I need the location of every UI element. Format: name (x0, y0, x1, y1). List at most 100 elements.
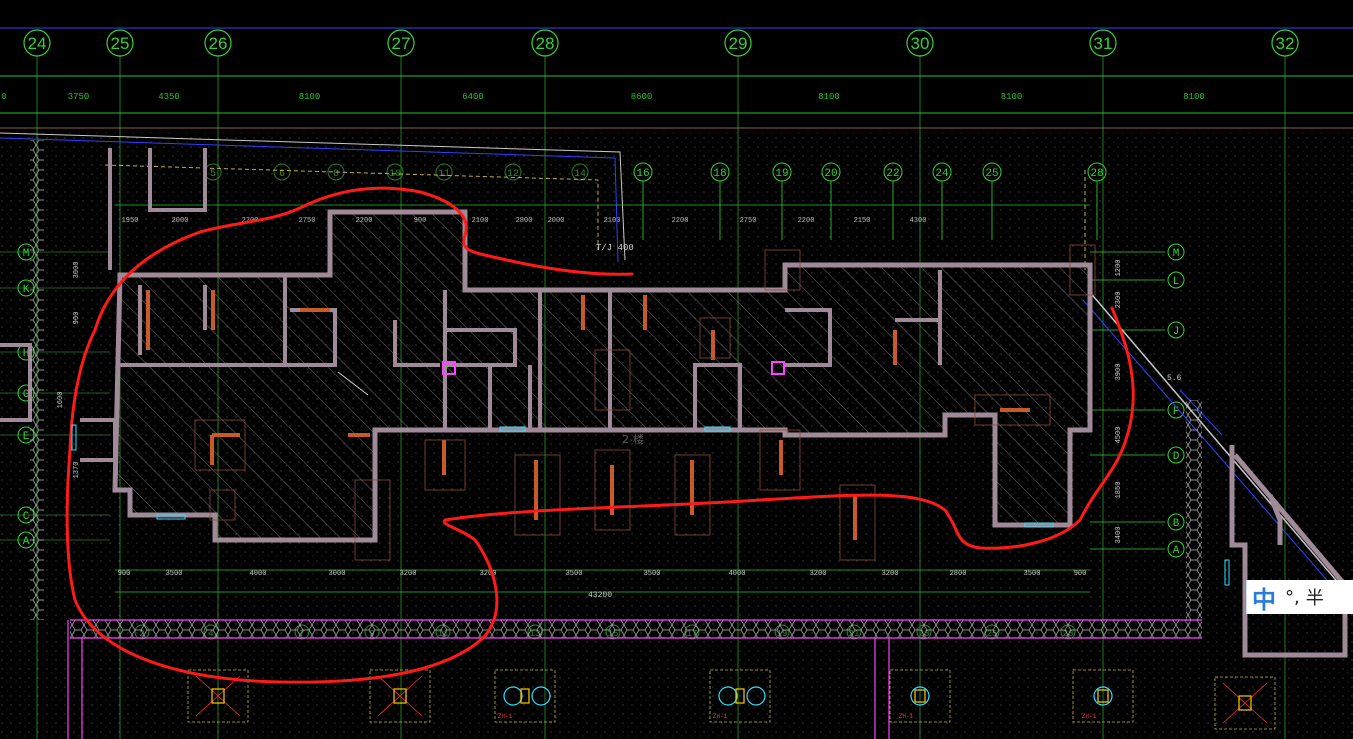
top-dim-text: 8600 (631, 92, 653, 102)
top-dim-text: 0 (1, 92, 6, 102)
pile-tag: ZH-1 (713, 713, 728, 720)
inner-axis-bubble (710, 162, 730, 182)
top-dim-text: 8100 (299, 92, 321, 102)
ime-mode-button[interactable]: 中 (1252, 585, 1276, 614)
side-dim-text: 1600 (57, 392, 65, 409)
pile-cross (195, 675, 241, 717)
right-axis-label: B (1173, 518, 1180, 530)
pile-marker (914, 689, 926, 703)
red-markup (65, 186, 1135, 684)
right-axis-label: L (1173, 276, 1180, 288)
left-axis-label: C (23, 511, 30, 523)
inner-dim-text: 2100 (472, 217, 489, 225)
pile-circle (910, 686, 930, 706)
pile-cap-outline (187, 669, 249, 723)
building-footprint (112, 209, 1093, 543)
top-dim-text: 3750 (68, 92, 90, 102)
inner-axis-bubble (1087, 162, 1107, 182)
side-dim-text: 900 (73, 312, 81, 325)
axis-bubble-label: 32 (1276, 34, 1295, 53)
inner-dim-text: 2200 (798, 217, 815, 225)
inner-axis-label-dim: 6 (279, 169, 285, 180)
bottom-dim-text: 3500 (566, 570, 583, 578)
left-axis-label: G (23, 389, 30, 401)
inner-axis-bubble (772, 162, 792, 182)
side-dim-text: 3900 (1115, 364, 1123, 381)
ime-width-button[interactable]: 半 (1305, 588, 1324, 609)
right-axis-label: J (1173, 326, 1180, 338)
inner-axis-label-dim: 8 (333, 169, 339, 180)
side-dim-text: 1370 (73, 462, 81, 479)
inner-dim-text: 4300 (910, 217, 927, 225)
bottom-dim-text: 900 (118, 570, 131, 578)
side-dim-text: 2300 (1115, 292, 1123, 309)
pile-cap-outline (494, 669, 556, 723)
diagonal-label: 5.6 (1167, 374, 1182, 383)
inner-axis-bubble-dim (386, 163, 404, 181)
bottom-dim-text: 3500 (644, 570, 661, 578)
pile-cap-outline (1072, 669, 1134, 723)
bottom-dim-text: 3500 (166, 570, 183, 578)
right-axis-bubble (1167, 243, 1185, 261)
bottom-dim-text: 3200 (810, 570, 827, 578)
right-axis-label: A (1173, 545, 1180, 557)
inner-axis-label: 19 (775, 168, 788, 180)
inner-dim-text: 2100 (604, 217, 621, 225)
inner-axis-label: 25 (985, 168, 998, 180)
axis-bubble-circle (23, 29, 51, 57)
inner-axis-bubble (883, 162, 903, 182)
bottom-dim-text: 3200 (400, 570, 417, 578)
highlight-squares (442, 361, 785, 375)
axis-bubble-circle (387, 29, 415, 57)
pile-circle (746, 686, 766, 706)
ime-punctuation-button[interactable]: °, (1285, 586, 1300, 608)
inner-dim-text: 1950 (122, 217, 139, 225)
small-markers (71, 424, 1230, 586)
pile-marker (735, 688, 745, 704)
right-axis-bubble (1167, 540, 1185, 558)
axis-bubble-label: 24 (28, 34, 47, 53)
inner-axis-bubble (932, 162, 952, 182)
inner-axis-bubble-dim (504, 163, 522, 181)
foundation-outlines (194, 244, 1096, 561)
right-axis-label: F (1173, 406, 1180, 418)
top-dim-text: 6400 (462, 92, 484, 102)
pile-marker (1097, 689, 1109, 703)
axis-bubble-label: 27 (392, 34, 411, 53)
inner-dashed-boundary (104, 164, 1086, 270)
bottom-dimension-texts: 900 3500 4000 3000 3200 3200 3500 3500 4000 3200 3… (118, 570, 1087, 600)
leader-line (337, 371, 369, 396)
inner-axis-label-dim: 12 (507, 169, 519, 180)
inner-axis-bubble (633, 162, 653, 182)
left-axis-label: H (23, 348, 30, 360)
inner-axis-bubble-dim (435, 163, 453, 181)
inner-axis-bubble-dim (273, 163, 291, 181)
inner-dim-text: 2750 (299, 217, 316, 225)
inner-axis-bubble-dim (571, 163, 589, 181)
axis-bubble-circle (906, 29, 934, 57)
bottom-dim-text: 3200 (882, 570, 899, 578)
inner-dim-text: 2800 (516, 217, 533, 225)
inner-dim-text: 2000 (548, 217, 565, 225)
right-axis-bubble (1167, 401, 1185, 419)
side-dim-text: 4500 (1115, 427, 1123, 444)
bottom-dim-text: 900 (1074, 570, 1087, 578)
bottom-dim-text: 3000 (329, 570, 346, 578)
bottom-dim-text: 4000 (250, 570, 267, 578)
inner-axis-label: 28 (1090, 168, 1103, 180)
inner-axis-label-dim: 10 (389, 169, 401, 180)
left-axis-label: K (23, 284, 30, 296)
retaining-wall (30, 140, 1202, 739)
right-axis-bubble (1167, 271, 1185, 289)
axis-bubble-circle (1089, 29, 1117, 57)
bottom-dim-text: 4000 (729, 570, 746, 578)
left-axis-label: E (23, 431, 30, 443)
bottom-dim-text: 3200 (480, 570, 497, 578)
pile-circle (718, 686, 738, 706)
pile-cap-outline (1214, 676, 1276, 730)
ime-toolbar[interactable]: 中 °, 半 (1246, 580, 1353, 614)
inner-dim-text: 2000 (172, 217, 189, 225)
inner-dim-text: 2150 (854, 217, 871, 225)
inner-axis-label: 24 (935, 168, 949, 180)
